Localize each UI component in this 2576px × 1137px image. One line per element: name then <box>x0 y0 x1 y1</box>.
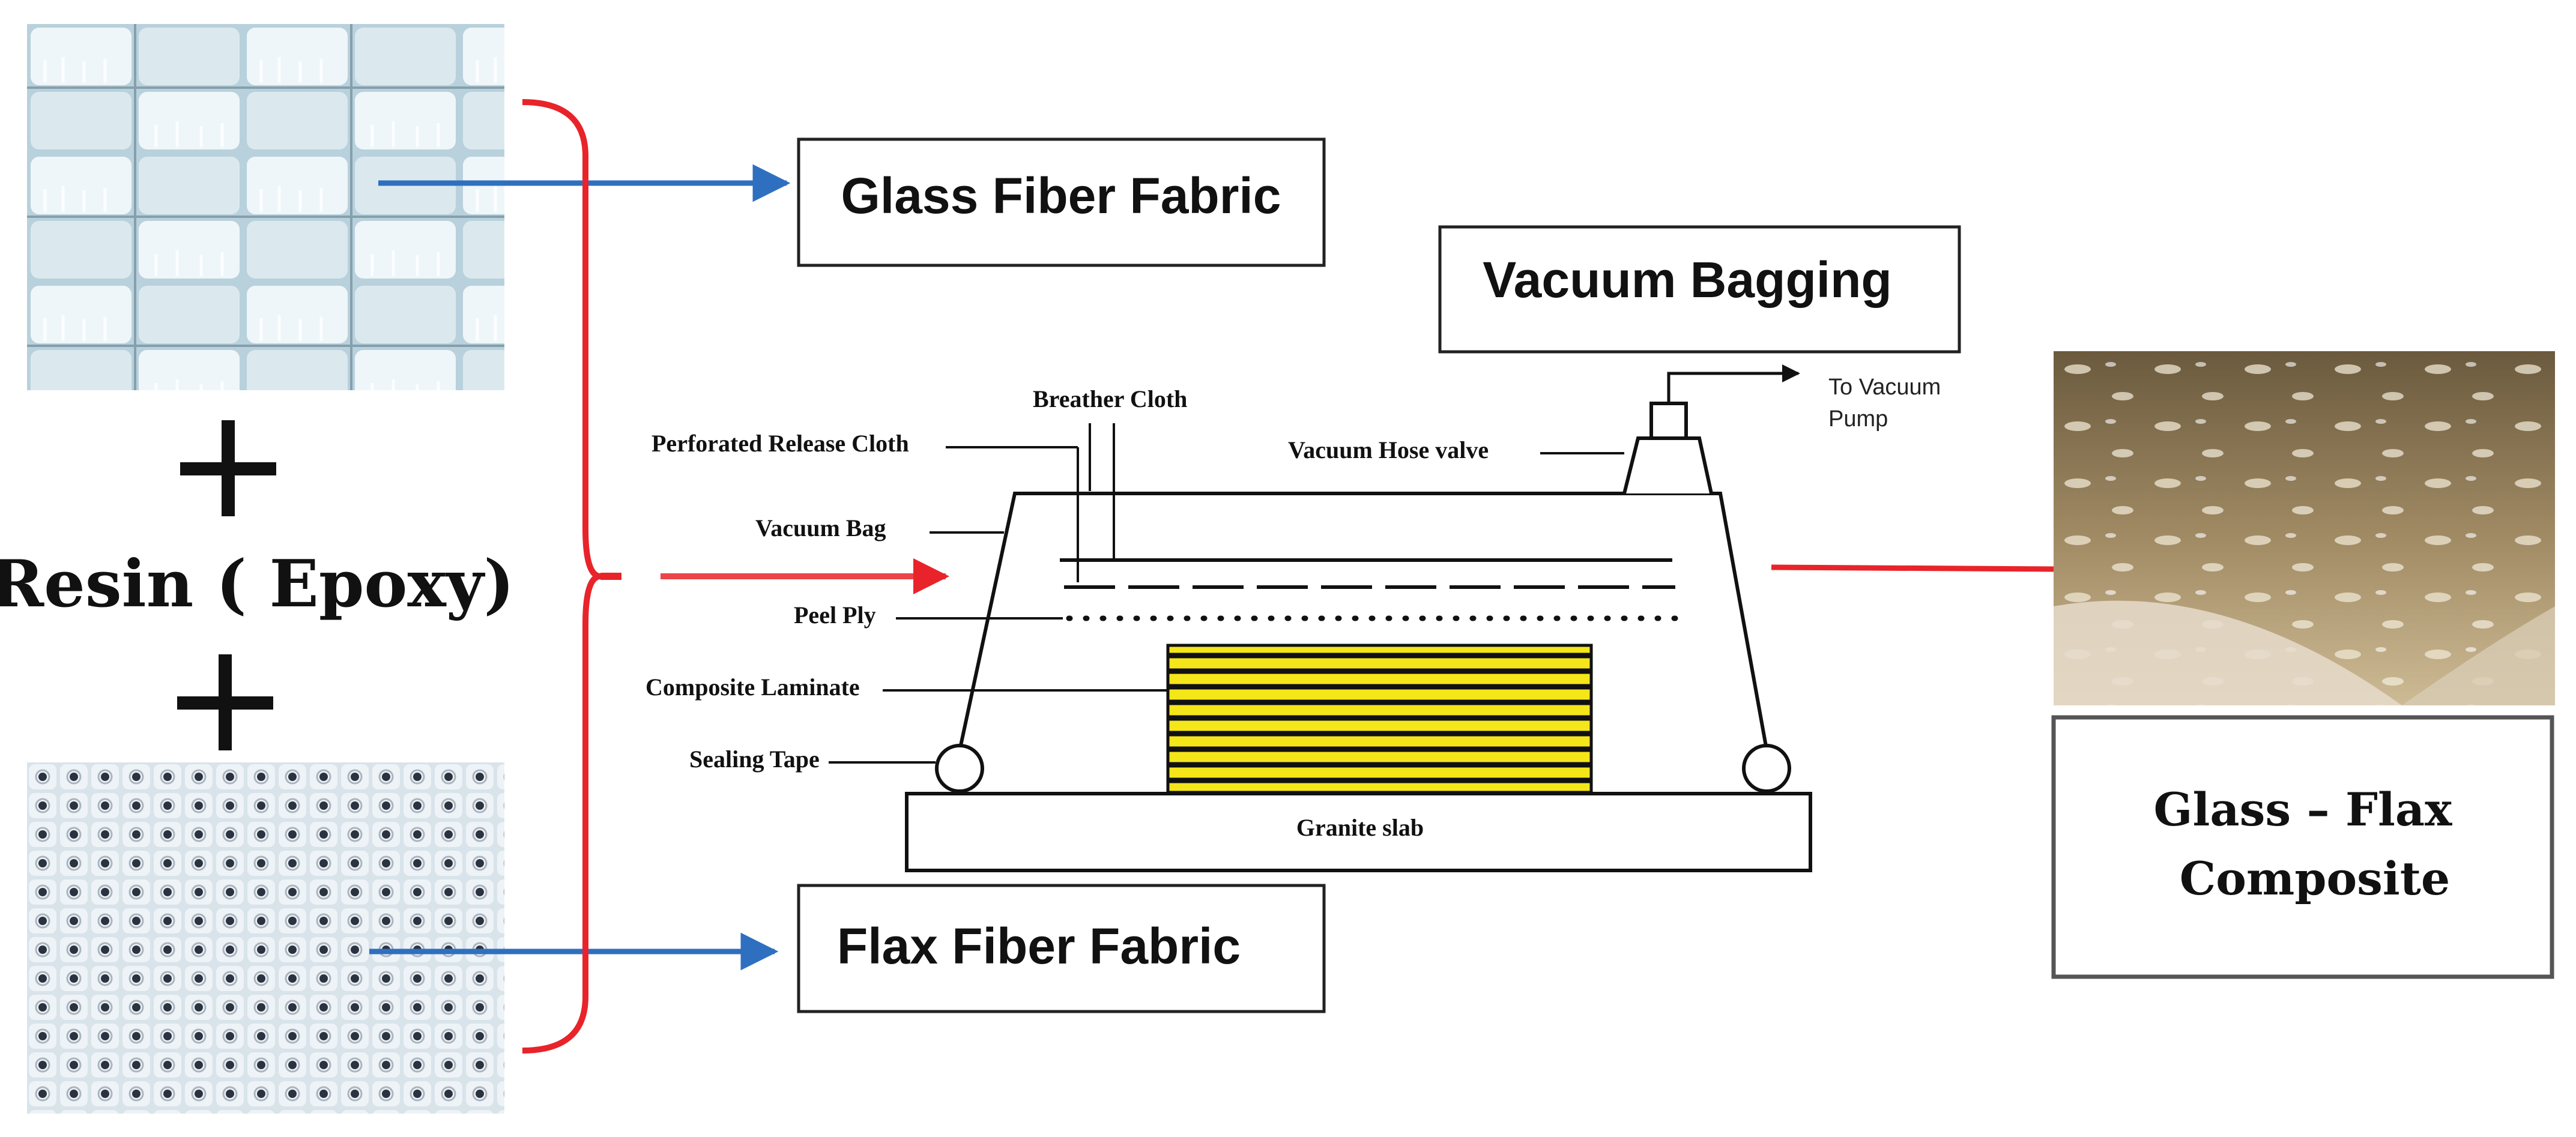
granite-slab-label: Granite slab <box>1296 814 1424 841</box>
granite-slab <box>905 792 1812 872</box>
composite-label-line2: Composite <box>2180 852 2451 905</box>
plus-icon-bottom <box>177 654 273 750</box>
composite-laminate <box>1166 644 1593 794</box>
flax-fiber-fabric-box: Flax Fiber Fabric <box>797 884 1326 1013</box>
glass-fiber-label: Glass Fiber Fabric <box>841 167 1281 224</box>
composite-laminate-label: Composite Laminate <box>646 674 860 701</box>
to-composite-line <box>1771 564 2054 572</box>
vacuum-hose-valve <box>1622 436 1713 494</box>
vacuum-bag <box>956 492 1770 760</box>
vacuum-bagging-label: Vacuum Bagging <box>1483 252 1891 308</box>
perforated-release-cloth-label: Perforated Release Cloth <box>652 430 909 457</box>
to-vacuum-label: To Vacuum <box>1828 375 1941 400</box>
composite-label-line1: Glass – Flax <box>2154 783 2453 836</box>
glass-fiber-fabric-box: Glass Fiber Fabric <box>797 137 1326 267</box>
combining-bracket <box>522 99 601 1054</box>
peel-ply-label: Peel Ply <box>794 602 876 629</box>
plus-icon-top <box>180 420 276 516</box>
sealing-tape-left <box>935 744 984 793</box>
resin-label: Resin ( Epoxy) <box>0 546 515 622</box>
vacuum-hose-valve-label: Vacuum Hose valve <box>1288 436 1489 463</box>
flax-fiber-fabric-photo <box>27 762 504 1114</box>
vacuum-bagging-box: Vacuum Bagging <box>1438 225 1961 354</box>
vacuum-bag-label: Vacuum Bag <box>755 514 886 541</box>
sealing-tape-label: Sealing Tape <box>689 746 820 773</box>
breather-cloth-label: Breather Cloth <box>1033 385 1187 412</box>
glass-fiber-fabric-photo <box>27 24 504 390</box>
glass-flax-composite-photo <box>2054 351 2555 705</box>
sealing-tape-right <box>1742 744 1791 793</box>
vacuum-bagging-apparatus <box>829 364 1812 872</box>
glass-flax-composite-box: Glass – Flax Composite <box>2051 715 2554 979</box>
pump-label: Pump <box>1828 406 1888 432</box>
flax-fiber-label: Flax Fiber Fabric <box>837 918 1241 974</box>
